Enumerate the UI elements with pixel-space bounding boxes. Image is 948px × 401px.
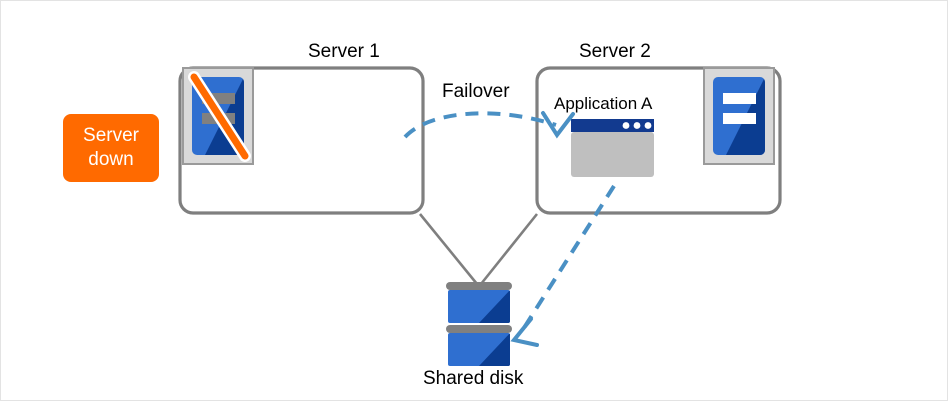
shared-disk-label: Shared disk xyxy=(423,368,524,389)
failover-arrow xyxy=(403,111,575,139)
server1-title: Server 1 xyxy=(308,41,380,62)
failover-label: Failover xyxy=(442,81,510,102)
disk-access-arrow xyxy=(510,184,616,347)
server1-to-disk-line xyxy=(418,213,479,285)
disk-access-arrow-head xyxy=(510,317,539,347)
disk-access-arrow-path xyxy=(520,184,616,333)
connector-lines xyxy=(418,213,539,285)
server2-title: Server 2 xyxy=(579,41,651,62)
window-dot-2 xyxy=(633,122,641,129)
server2-box xyxy=(535,66,782,215)
application-window-icon xyxy=(571,119,654,177)
failover-arrow-head xyxy=(541,111,575,139)
status-badge-line-1: Server xyxy=(83,125,139,147)
server1-box xyxy=(178,66,425,215)
application-a-label: Application A xyxy=(554,94,653,113)
failover-arrow-path xyxy=(403,111,557,139)
disk-stack-icon xyxy=(446,282,512,366)
server-ok-icon xyxy=(703,67,775,165)
status-badge-server-down: Server down xyxy=(63,114,159,182)
slash-mark xyxy=(190,73,249,160)
server2-to-disk-line xyxy=(479,213,539,285)
window-dot-1 xyxy=(622,122,630,129)
status-badge-line-2: down xyxy=(88,149,134,170)
server-down-icon xyxy=(182,67,254,165)
window-dot-3 xyxy=(644,122,652,129)
